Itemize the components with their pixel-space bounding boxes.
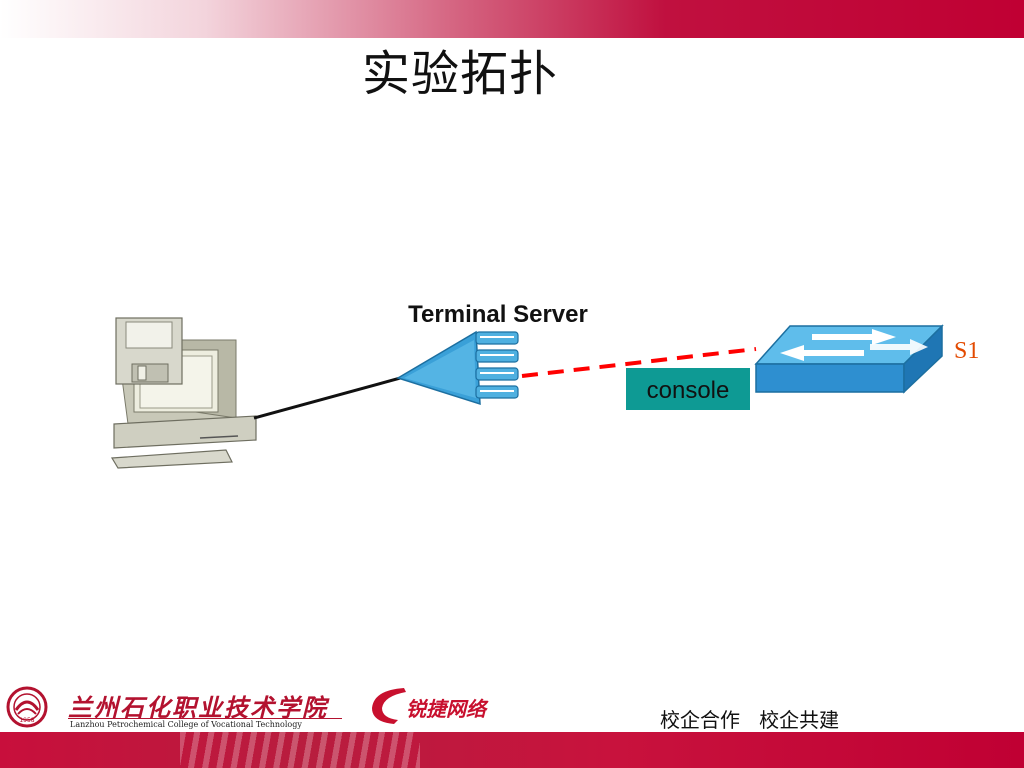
console-cable	[521, 347, 757, 378]
college-name-cn: 兰州石化职业技术学院	[68, 693, 328, 722]
bottom-banner	[0, 732, 1024, 768]
switch-label: S1	[954, 338, 979, 364]
terminal-server-icon	[396, 330, 519, 406]
college-name-rule	[68, 718, 342, 719]
ruijie-logo: 锐捷网络	[372, 688, 489, 724]
bottom-banner-texture	[180, 732, 420, 768]
top-banner	[0, 0, 1024, 38]
pc-cable	[253, 375, 405, 420]
slide-title: 实验拓扑	[362, 46, 559, 102]
terminal-server-label: Terminal Server	[408, 301, 588, 328]
switch-icon	[754, 324, 944, 394]
ruijie-logo-text: 锐捷网络	[406, 697, 489, 721]
console-label: console	[647, 377, 730, 404]
console-label-box	[626, 368, 750, 410]
footer-logos: 1958 兰州石化职业技术学院 Lanzhou Petrochemical Co…	[0, 670, 1024, 732]
college-seal-year: 1958	[19, 717, 34, 724]
pc-icon	[110, 317, 257, 469]
college-name-en: Lanzhou Petrochemical College of Vocatio…	[70, 720, 302, 729]
college-seal-icon: 1958	[6, 686, 48, 728]
slogan: 校企合作 校企共建	[660, 708, 840, 732]
